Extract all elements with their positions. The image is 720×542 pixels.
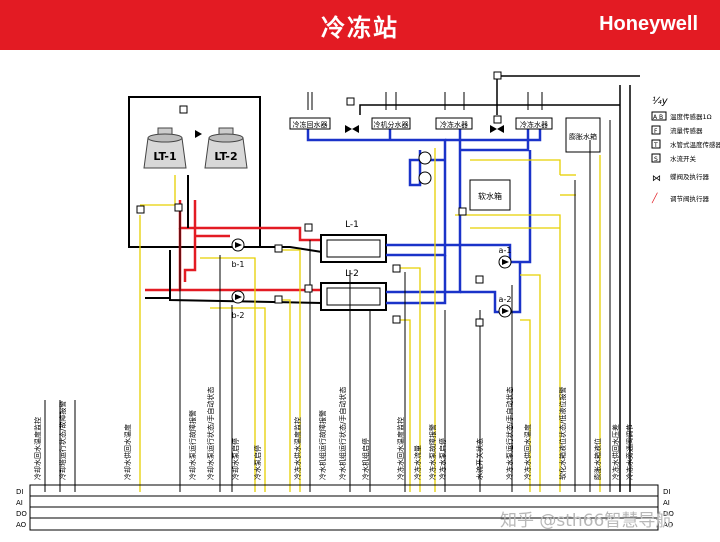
- pump-b1: b-1: [231, 238, 245, 269]
- chiller-l2: L-2: [320, 269, 387, 311]
- signal-label: 软化水箱液位状态/低液位报警: [558, 387, 567, 480]
- expansion-tank: 膨胀水箱: [565, 117, 601, 153]
- signal-label: 冷冻水泵故障报警: [428, 424, 437, 480]
- svg-text:蝶阀及执行器: 蝶阀及执行器: [670, 172, 710, 181]
- svg-text:冷机分水器: 冷机分水器: [374, 120, 409, 129]
- svg-text:AI: AI: [663, 499, 670, 507]
- signal-label: 膨胀水箱液位: [593, 438, 602, 480]
- svg-text:DI: DI: [16, 488, 23, 496]
- tower-label: LT-1: [153, 150, 176, 163]
- signal-label: 冷冻水泵运行状态/手自动状态: [505, 387, 514, 480]
- signal-labels: 冷却水回水温度监控冷却塔运行状态/故障报警冷却水供回水温度冷却水泵运行故障报警冷…: [33, 387, 634, 480]
- svg-text:DO: DO: [663, 510, 674, 518]
- signal-label: 冷冻水回水温度监控: [396, 417, 405, 480]
- svg-text:流量传感器: 流量传感器: [670, 126, 703, 135]
- svg-text:DO: DO: [16, 510, 27, 518]
- signal-label: 冷冻水旁通阀调节: [625, 424, 634, 480]
- cooling-tower-lt1: LT-1: [143, 127, 187, 169]
- cooling-return-pipes: [145, 175, 323, 304]
- signal-label: 冷水机组运行故障报警: [318, 410, 327, 480]
- svg-text:水管式温度传感器: 水管式温度传感器: [670, 140, 720, 149]
- signal-label: 冷冻水流量: [413, 445, 422, 480]
- valves: [195, 125, 504, 138]
- chiller-l1: L-1: [320, 220, 387, 263]
- watermark: 知乎 @sth66智慧导航: [500, 511, 673, 531]
- header-chilled-return: 冷冻回水器: [289, 92, 331, 130]
- svg-text:F: F: [654, 128, 658, 135]
- svg-text:L-2: L-2: [345, 269, 359, 279]
- svg-text:A B: A B: [653, 114, 663, 121]
- svg-text:水流开关: 水流开关: [670, 154, 697, 163]
- signal-label: 冷却水泵启停: [231, 438, 240, 480]
- header-hot-water: 冷冻水器: [515, 92, 553, 130]
- header-cold-water: 冷冻水器: [435, 92, 473, 130]
- svg-text:冷冻回水器: 冷冻回水器: [293, 120, 328, 129]
- header-split: 冷机分水器: [371, 92, 411, 130]
- svg-text:DI: DI: [663, 488, 670, 496]
- pump-top: [418, 151, 432, 185]
- signal-label: 冷却水泵运行状态/手自动状态: [206, 387, 215, 480]
- signal-label: 冷冻水供回水压差: [611, 424, 620, 480]
- cooling-tower-lt2: LT-2: [204, 127, 248, 169]
- signal-label: 冷水泵启停: [253, 445, 262, 480]
- pump-a2: a-2: [498, 295, 512, 318]
- svg-text:a-2: a-2: [499, 295, 512, 304]
- svg-text:AO: AO: [663, 521, 674, 529]
- svg-text:¼y: ¼y: [652, 95, 669, 107]
- signal-label: 冷冻水泵启停: [438, 438, 447, 480]
- pump-b2: b-2: [231, 290, 245, 320]
- svg-text:AI: AI: [16, 499, 23, 507]
- svg-text:冷冻水器: 冷冻水器: [520, 120, 548, 129]
- svg-text:b-2: b-2: [231, 311, 244, 320]
- svg-text:AO: AO: [16, 521, 27, 529]
- svg-text:膨胀水箱: 膨胀水箱: [569, 132, 597, 141]
- svg-text:S: S: [654, 156, 658, 163]
- svg-text:L-1: L-1: [345, 220, 359, 230]
- signal-label: 冷冻水供水温度监控: [293, 417, 302, 480]
- svg-text:冷冻水器: 冷冻水器: [440, 120, 468, 129]
- svg-text:T: T: [653, 142, 658, 149]
- svg-text:⋈: ⋈: [652, 174, 661, 184]
- signal-label: 冷水机组启停: [361, 438, 370, 480]
- signal-label: 冷冻水供回水温度: [523, 424, 532, 480]
- svg-text:╱: ╱: [651, 192, 658, 204]
- signal-wiring-black: [44, 120, 611, 492]
- chiller-plant-diagram: LT-1 LT-2 b-1 b-2 L-1 L-2: [16, 71, 720, 531]
- soft-water-tank: 软水箱: [469, 179, 511, 211]
- svg-text:a-1: a-1: [499, 246, 512, 255]
- signal-label: 冷却水回水温度监控: [33, 417, 42, 480]
- svg-text:调节阀执行器: 调节阀执行器: [670, 194, 710, 203]
- signal-label: 冷却水泵运行故障报警: [188, 410, 197, 480]
- top-header-lines: [359, 75, 640, 492]
- svg-text:b-1: b-1: [231, 260, 244, 269]
- brand-logo: Honeywell: [599, 13, 698, 35]
- svg-text:软水箱: 软水箱: [478, 191, 502, 201]
- io-bus: DI AI DO AO DI AI DO AO: [16, 484, 674, 531]
- tower-label: LT-2: [214, 150, 237, 163]
- signal-label: 冷却水供回水温度: [123, 424, 132, 480]
- signal-label: 冷水机组运行状态/手自动状态: [338, 387, 347, 480]
- sensors: [136, 71, 502, 327]
- signal-label: 冷却塔运行状态/故障报警: [58, 401, 67, 480]
- signal-label: 水流开关状态: [475, 438, 484, 480]
- page-title: 冷冻站: [321, 14, 399, 42]
- legend: ¼y A B 温度传感器1Ω F 流量传感器 T 水管式温度传感器 S 水流开关…: [651, 95, 720, 204]
- pump-a1: a-1: [498, 246, 512, 269]
- svg-text:温度传感器1Ω: 温度传感器1Ω: [670, 112, 712, 121]
- header-banner: 冷冻站 Honeywell: [0, 0, 720, 50]
- signal-wiring: [139, 148, 601, 492]
